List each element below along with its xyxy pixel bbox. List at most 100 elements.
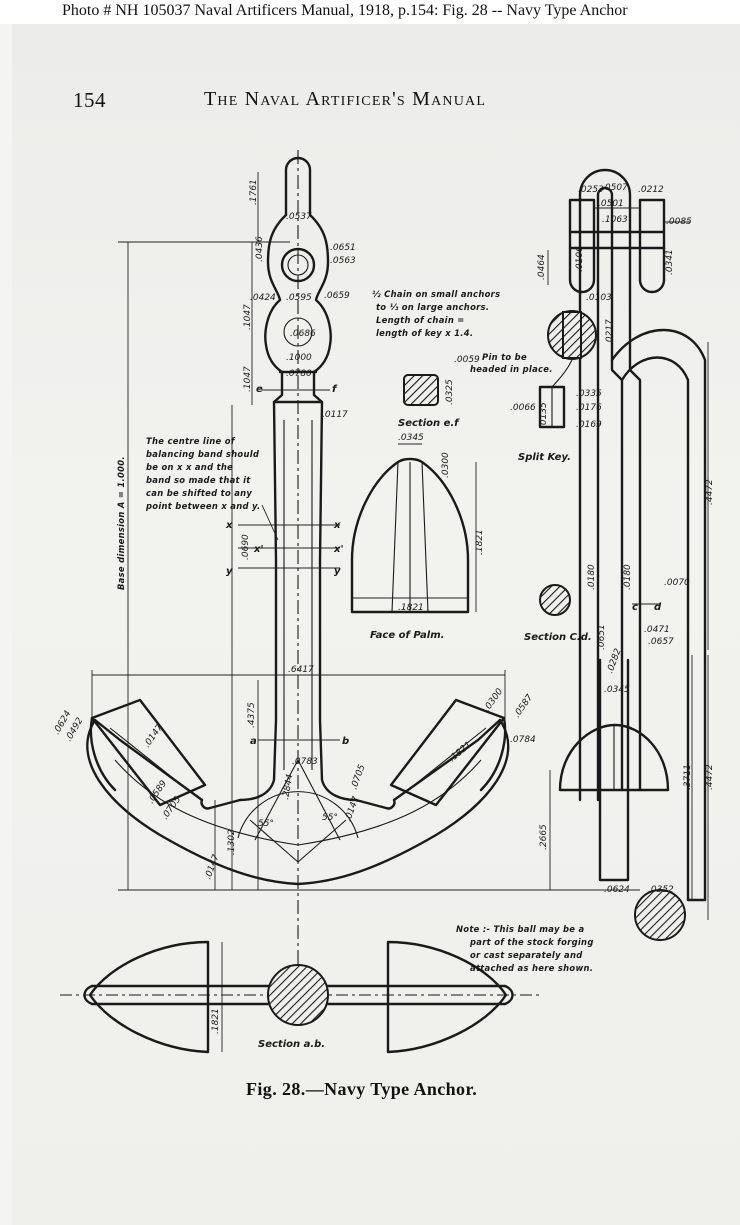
dim-0783: .0783 <box>292 757 318 767</box>
dim-1821d: .1821 <box>211 1008 221 1034</box>
dim-0085: .0085 <box>666 217 692 227</box>
note-band-5: can be shifted to any <box>146 488 252 498</box>
note-chain-3: Length of chain = <box>376 315 465 325</box>
dim-0651: .0651 <box>330 243 356 253</box>
dim-0341: .0341 <box>665 249 675 275</box>
stock-side-view <box>538 168 709 941</box>
note-pin-1: Pin to be <box>482 352 527 362</box>
dim-1047a: .1047 <box>243 304 253 330</box>
point-xp-right: x' <box>333 544 344 555</box>
dim-3711: .3711 <box>683 764 693 790</box>
title-split-key: Split Key. <box>518 452 571 463</box>
note-chain-2: to ⅓ on large anchors. <box>376 302 489 312</box>
dim-0690: .0690 <box>241 534 251 560</box>
title-face-of-palm: Face of Palm. <box>370 630 444 641</box>
angle-55b: 55° <box>322 813 338 823</box>
note-ball-1: Note :- This ball may be a <box>456 924 584 934</box>
photo-caption-bar: Photo # NH 105037 Naval Artificers Manua… <box>0 0 740 24</box>
section-cd <box>539 584 571 616</box>
dim-0705a: .0705 <box>160 795 183 822</box>
dim-1302: .1302 <box>227 829 237 855</box>
section-ef <box>403 374 439 406</box>
dim-0147b: .0147 <box>203 853 221 881</box>
title-section-ab: Section a.b. <box>258 1039 325 1050</box>
dim-0066: .0066 <box>510 403 536 413</box>
dim-0300: .0300 <box>441 452 451 478</box>
dim-0180a: .0180 <box>587 564 597 590</box>
dim-0436: .0436 <box>255 236 265 262</box>
point-xp-left: x' <box>253 544 264 555</box>
note-ball-4: attached as here shown. <box>470 963 593 973</box>
dim-0464: .0464 <box>537 254 547 280</box>
point-b: b <box>342 736 349 747</box>
dim-0424: .0424 <box>250 293 276 303</box>
note-band-4: band so made that it <box>146 475 251 485</box>
dim-0345a: .0345 <box>398 433 424 443</box>
figure-caption: Fig. 28.—Navy Type Anchor. <box>246 1079 478 1099</box>
point-e: e <box>256 384 263 395</box>
anchor-front-view <box>86 150 640 1010</box>
dim-2844: .2844 <box>281 773 295 800</box>
dim-0253: .0253 <box>578 185 604 195</box>
dim-0070: .0070 <box>664 578 690 588</box>
dim-0471: .0471 <box>644 625 670 635</box>
dim-0345b: .0345 <box>604 685 630 695</box>
page-number: 154 <box>73 88 106 112</box>
note-band-2: balancing band should <box>146 449 260 459</box>
dim-0595: .0595 <box>286 293 312 303</box>
dim-0217: .0217 <box>605 319 615 345</box>
note-band-3: be on x x and the <box>146 462 233 472</box>
dim-0563: .0563 <box>330 256 356 266</box>
dim-1821b: .1821 <box>398 603 424 613</box>
dim-0169: .0169 <box>576 420 602 430</box>
dim-0352: .0352 <box>648 885 674 895</box>
dim-0117: .0117 <box>322 410 348 420</box>
note-band-1: The centre line of <box>146 436 236 446</box>
dim-0537: .0537 <box>286 212 312 222</box>
note-chain-1: ½ Chain on small anchors <box>372 289 500 299</box>
dim-1761: .1761 <box>249 179 259 205</box>
dim-0176: .0176 <box>576 403 602 413</box>
face-of-palm <box>350 443 477 614</box>
dim-4375: .4375 <box>247 702 257 728</box>
note-chain-4: length of key x 1.4. <box>376 328 473 338</box>
dim-0705b: .0705 <box>349 763 367 791</box>
point-d: d <box>654 602 662 613</box>
dim-1063: .1063 <box>602 215 628 225</box>
point-x-left: x <box>225 520 233 531</box>
point-y-left: y <box>226 566 233 577</box>
dim-0624b: .0624 <box>604 885 630 895</box>
note-ball-3: or cast separately and <box>470 950 583 960</box>
dim-0059: .0059 <box>454 355 480 365</box>
title-section-cd: Section C.d. <box>524 632 592 643</box>
dim-1047b: .1047 <box>243 366 253 392</box>
dim-4472b: .4472 <box>705 764 715 790</box>
dim-0180b: .0180 <box>623 564 633 590</box>
section-ab <box>60 940 540 1054</box>
note-base-dimension: Base dimension A = 1.000. <box>116 456 126 590</box>
dim-4472a: .4472 <box>705 479 715 505</box>
dim-0780: .0780 <box>286 369 312 379</box>
point-c: c <box>632 602 638 613</box>
dim-0587: .0587 <box>512 693 535 720</box>
drawing-labels: Section e.f Face of Palm. Section C.d. S… <box>52 179 715 1050</box>
point-x-right: x <box>333 520 341 531</box>
dim-1821a: .1821 <box>475 529 485 555</box>
dim-0300b: .0300 <box>482 687 505 714</box>
dim-0501: .0501 <box>598 199 624 209</box>
photo-caption: Photo # NH 105037 Naval Artificers Manua… <box>62 2 628 19</box>
dim-0147a: .0147 <box>142 723 165 750</box>
dim-0657: .0657 <box>648 637 674 647</box>
dim-0335: .0335 <box>576 389 602 399</box>
dim-0106: .0106 <box>575 246 585 272</box>
dim-2665: .2665 <box>539 824 549 850</box>
note-band-6: point between x and y. <box>145 501 260 511</box>
dim-0507: .0507 <box>602 183 628 193</box>
dim-0325: .0325 <box>445 379 455 405</box>
running-head: The Naval Artificer's Manual <box>204 88 487 110</box>
book-page <box>12 24 740 1225</box>
dim-1000: .1000 <box>286 353 312 363</box>
dim-0686: .0686 <box>290 329 316 339</box>
